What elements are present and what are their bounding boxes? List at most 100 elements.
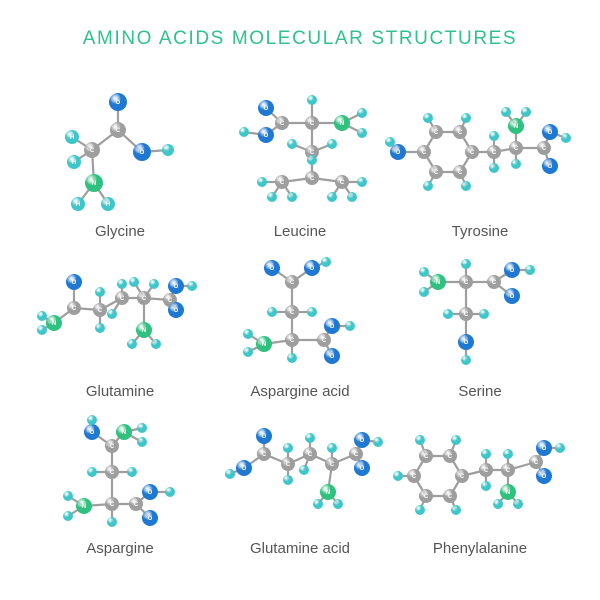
atom-symbol: N (262, 342, 266, 348)
hydrogen-atom (525, 265, 535, 275)
atom-symbol: C (434, 130, 439, 136)
atom-symbol: O (264, 106, 269, 112)
oxygen-atom (168, 278, 184, 294)
carbon-atom (335, 175, 349, 189)
atom-symbol: O (262, 434, 267, 440)
hydrogen-atom (313, 499, 323, 509)
hydrogen-atom (333, 499, 343, 509)
hydrogen-atom (95, 323, 105, 333)
carbon-atom (455, 469, 469, 483)
hydrogen-atom (451, 505, 461, 515)
nitrogen-atom (320, 484, 336, 500)
hydrogen-atom (561, 133, 571, 143)
atom-symbol: O (396, 150, 401, 156)
hydrogen-atom (345, 321, 355, 331)
oxygen-atom (504, 288, 520, 304)
carbon-atom (501, 463, 515, 477)
atom-symbol: O (264, 133, 269, 139)
atom-symbol: C (110, 470, 115, 476)
hydrogen-atom (423, 181, 433, 191)
atom-symbol: C (464, 280, 469, 286)
carbon-atom (285, 333, 299, 347)
hydrogen-atom (65, 130, 79, 144)
nitrogen-atom (76, 498, 92, 514)
atom-symbol: C (424, 494, 429, 500)
atom-symbol: O (548, 164, 553, 170)
hydrogen-atom (321, 257, 331, 267)
hydrogen-atom (385, 137, 395, 147)
molecule-label: Glutamine (85, 383, 155, 400)
carbon-atom (137, 291, 151, 305)
atom-symbol: O (90, 430, 95, 436)
hydrogen-atom (63, 491, 73, 501)
atom-symbol: N (142, 328, 146, 334)
hydrogen-atom (243, 329, 253, 339)
oxygen-atom (142, 484, 158, 500)
hydrogen-atom (95, 287, 105, 297)
carbon-atom (453, 125, 467, 139)
atom-symbol: C (340, 180, 345, 186)
molecule-label: Tyrosine (451, 223, 509, 240)
atom-symbol: C (308, 452, 313, 458)
atom-symbol: C (290, 310, 295, 316)
atom-symbol: C (424, 454, 429, 460)
atom-symbol: N (92, 181, 96, 187)
carbon-atom (281, 457, 295, 471)
hydrogen-atom (162, 144, 174, 156)
atom-symbol: C (458, 170, 463, 176)
hydrogen-atom (87, 467, 97, 477)
hydrogen-atom (71, 197, 85, 211)
atom-symbol: C (290, 280, 295, 286)
oxygen-atom (354, 432, 370, 448)
atom-symbol: O (330, 354, 335, 360)
atom-symbol: C (310, 150, 315, 156)
atom-symbol: O (542, 474, 547, 480)
atom-symbol: H (76, 202, 80, 208)
atom-symbol: C (434, 170, 439, 176)
carbon-atom (67, 301, 81, 315)
hydrogen-atom (479, 309, 489, 319)
oxygen-atom (458, 334, 474, 350)
atom-symbol: H (70, 135, 74, 141)
hydrogen-atom (489, 163, 499, 173)
atom-symbol: C (262, 452, 267, 458)
hydrogen-atom (287, 139, 297, 149)
atom-symbol: O (242, 466, 247, 472)
oxygen-atom (264, 260, 280, 276)
hydrogen-atom (87, 415, 97, 425)
molecule-label: Phenylalanine (432, 540, 528, 557)
hydrogen-atom (165, 487, 175, 497)
carbon-atom (305, 171, 319, 185)
carbon-atom (285, 275, 299, 289)
atom-symbol: C (90, 148, 95, 154)
atom-symbol: C (542, 146, 547, 152)
atom-symbol: C (310, 176, 315, 182)
atom-symbol: C (506, 468, 511, 474)
carbon-atom (115, 291, 129, 305)
atom-symbol: C (322, 338, 327, 344)
carbon-atom (429, 165, 443, 179)
carbon-atom (275, 116, 289, 130)
carbon-atom (110, 122, 126, 138)
hydrogen-atom (101, 197, 115, 211)
oxygen-atom (536, 468, 552, 484)
atom-symbol: C (484, 468, 489, 474)
hydrogen-atom (307, 155, 317, 165)
atom-symbol: C (110, 444, 115, 450)
atom-symbol: C (280, 180, 285, 186)
atom-symbol: C (330, 462, 335, 468)
atom-symbol: C (110, 502, 115, 508)
atom-symbol: N (514, 124, 518, 130)
oxygen-atom (84, 424, 100, 440)
atom-symbol: O (360, 438, 365, 444)
hydrogen-atom (555, 443, 565, 453)
